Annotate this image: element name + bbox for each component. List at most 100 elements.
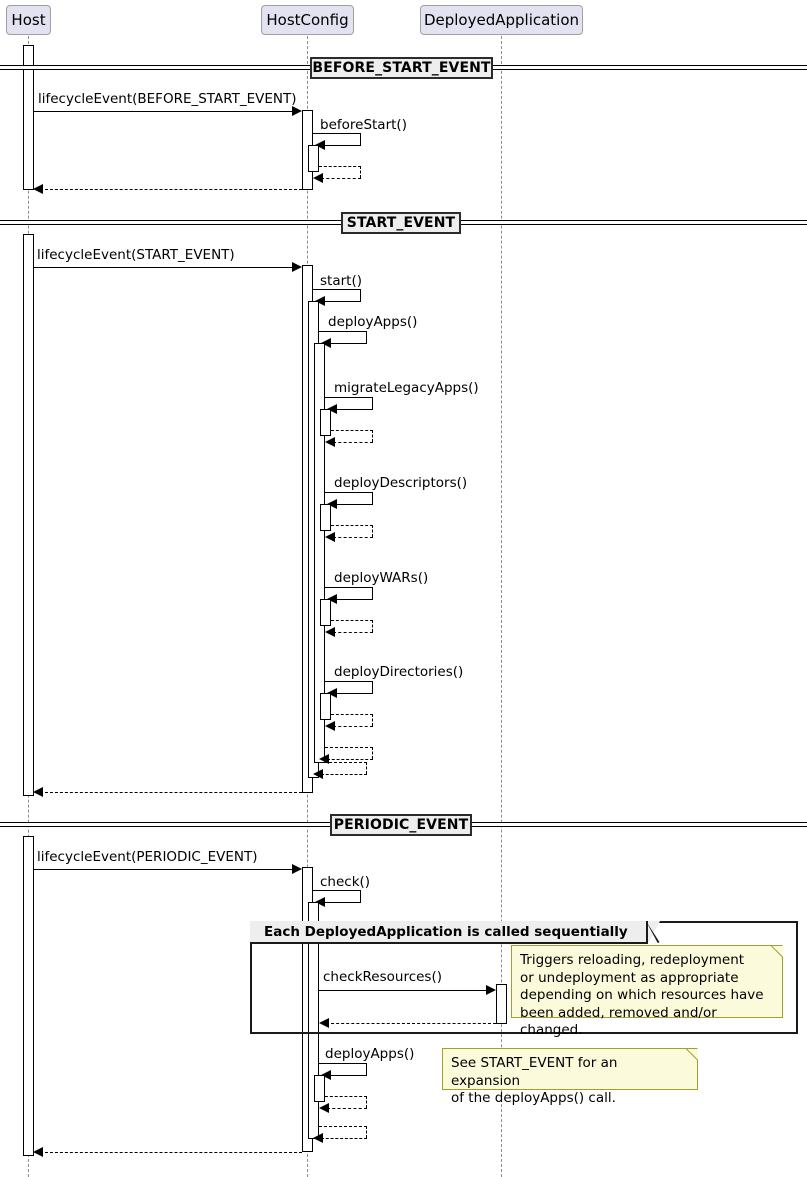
activation-hostconfig-before-start-inner xyxy=(308,145,319,172)
arrowhead-return-wars xyxy=(325,627,335,637)
participant-hostconfig[interactable]: HostConfig xyxy=(261,5,354,35)
participant-host-label: Host xyxy=(11,10,46,29)
arrowhead-migrate xyxy=(327,404,337,414)
return-arrow-check-bottom xyxy=(321,1138,367,1139)
note-deployapps-expansion: See START_EVENT for an expansion of the … xyxy=(442,1048,698,1106)
message-arrow-wars-right xyxy=(372,587,373,599)
return-arrow-check-top xyxy=(319,1126,367,1127)
arrowhead-lifecycle-start xyxy=(292,262,302,272)
return-arrow-migrate-top xyxy=(331,430,373,431)
message-arrow-migrate-bottom xyxy=(333,409,373,410)
return-arrow-host-periodic xyxy=(40,1152,302,1153)
message-arrow-check-top xyxy=(313,890,361,891)
message-label-deployapps-start: deployApps() xyxy=(328,314,418,330)
message-arrow-before-start-bottom xyxy=(321,145,361,146)
message-arrow-descriptors-top xyxy=(325,492,373,493)
group-header-label: Each DeployedApplication is called seque… xyxy=(264,923,628,940)
message-arrow-migrate-right xyxy=(372,397,373,409)
message-label-lifecycle-before-start: lifecycleEvent(BEFORE_START_EVENT) xyxy=(38,91,297,107)
arrowhead-return-deployapps-periodic xyxy=(319,1103,329,1113)
message-label-checkresources: checkResources() xyxy=(323,969,443,985)
arrowhead-return-checkresources xyxy=(319,1018,329,1028)
return-arrow-start-right xyxy=(366,762,367,774)
arrowhead-return-before-start xyxy=(313,173,323,183)
message-arrow-checkresources xyxy=(319,990,492,991)
return-arrow-start-bottom xyxy=(321,774,367,775)
message-label-migratelegacyapps: migrateLegacyApps() xyxy=(334,380,479,396)
arrowhead-return-host-before-start xyxy=(33,184,43,194)
message-arrow-deployapps-periodic-bottom xyxy=(327,1075,367,1076)
message-arrow-directories-top xyxy=(325,681,373,682)
group-header-corner xyxy=(648,921,660,944)
arrowhead-wars xyxy=(327,594,337,604)
message-label-deploydescriptors: deployDescriptors() xyxy=(334,475,468,491)
return-arrow-deployapps-start-bottom xyxy=(327,759,373,760)
activation-hostconfig-directories-l4 xyxy=(320,693,331,720)
message-arrow-start-right xyxy=(360,289,361,301)
message-label-deploywars: deployWARs() xyxy=(334,570,429,586)
note-checkresources: Triggers reloading, redeployment or unde… xyxy=(511,945,783,1038)
lifeline-deployedapplication xyxy=(501,36,502,1177)
message-label-lifecycle-start: lifecycleEvent(START_EVENT) xyxy=(37,247,235,263)
arrowhead-start xyxy=(315,296,325,306)
participant-hostconfig-label: HostConfig xyxy=(266,10,349,29)
arrowhead-return-host-start xyxy=(33,787,43,797)
arrowhead-return-start xyxy=(313,769,323,779)
return-arrow-before-start-right xyxy=(360,166,361,178)
message-arrow-deployapps-start-bottom xyxy=(327,343,367,344)
activation-hostconfig-descriptors-l4 xyxy=(320,504,331,531)
return-arrow-deployapps-periodic-top xyxy=(325,1096,367,1097)
message-label-before-start: beforeStart() xyxy=(320,117,407,133)
message-arrow-wars-top xyxy=(325,587,373,588)
arrowhead-return-directories xyxy=(325,721,335,731)
return-arrow-before-start-top xyxy=(319,166,361,167)
return-arrow-wars-top xyxy=(331,620,373,621)
return-arrow-directories-bottom xyxy=(333,726,373,727)
return-arrow-directories-right xyxy=(372,714,373,726)
divider-start-event: START_EVENT xyxy=(341,212,461,234)
activation-host-start xyxy=(23,234,34,796)
divider-periodic-event: PERIODIC_EVENT xyxy=(330,814,472,836)
message-arrow-directories-bottom xyxy=(333,693,373,694)
return-arrow-wars-right xyxy=(372,620,373,632)
message-arrow-lifecycle-periodic xyxy=(34,869,298,870)
message-arrow-directories-right xyxy=(372,681,373,693)
message-label-deploydirectories: deployDirectories() xyxy=(334,664,464,680)
divider-periodic-event-label: PERIODIC_EVENT xyxy=(333,817,469,833)
message-label-check: check() xyxy=(320,874,371,890)
note-checkresources-fold xyxy=(771,945,783,957)
participant-host[interactable]: Host xyxy=(6,5,51,35)
message-arrow-before-start-top xyxy=(313,133,361,134)
group-header-each-deployedapplication: Each DeployedApplication is called seque… xyxy=(250,921,648,944)
participant-deployedapplication[interactable]: DeployedApplication xyxy=(420,5,583,35)
return-arrow-deployapps-periodic-bottom xyxy=(327,1108,367,1109)
activation-hostconfig-wars-l4 xyxy=(320,599,331,626)
message-arrow-wars-bottom xyxy=(333,599,373,600)
arrowhead-lifecycle-periodic xyxy=(292,864,302,874)
return-arrow-deployapps-start-top xyxy=(325,747,373,748)
message-arrow-deployapps-start-right xyxy=(366,331,367,343)
return-arrow-host-before-start xyxy=(40,189,302,190)
activation-hostconfig-deployapps-periodic-l3 xyxy=(314,1075,325,1102)
divider-start-event-label: START_EVENT xyxy=(346,215,456,231)
message-label-start: start() xyxy=(320,273,362,289)
return-arrow-start-top xyxy=(319,762,367,763)
message-arrow-deployapps-start-top xyxy=(319,331,367,332)
return-arrow-wars-bottom xyxy=(333,632,373,633)
message-arrow-lifecycle-before-start xyxy=(34,111,298,112)
arrowhead-return-descriptors xyxy=(325,532,335,542)
return-arrow-before-start-bottom xyxy=(321,178,361,179)
participant-deployedapplication-label: DeployedApplication xyxy=(423,10,580,29)
return-arrow-descriptors-top xyxy=(331,525,373,526)
return-arrow-directories-top xyxy=(331,714,373,715)
return-arrow-descriptors-right xyxy=(372,525,373,537)
arrowhead-return-deployapps-start xyxy=(319,754,329,764)
arrowhead-return-host-periodic xyxy=(33,1147,43,1157)
return-arrow-deployapps-start-right xyxy=(372,747,373,759)
message-arrow-check-bottom xyxy=(321,902,361,903)
arrowhead-before-start xyxy=(315,140,325,150)
note-deployapps-expansion-fold xyxy=(686,1048,698,1060)
arrowhead-lifecycle-before-start xyxy=(292,106,302,116)
return-arrow-descriptors-bottom xyxy=(333,537,373,538)
